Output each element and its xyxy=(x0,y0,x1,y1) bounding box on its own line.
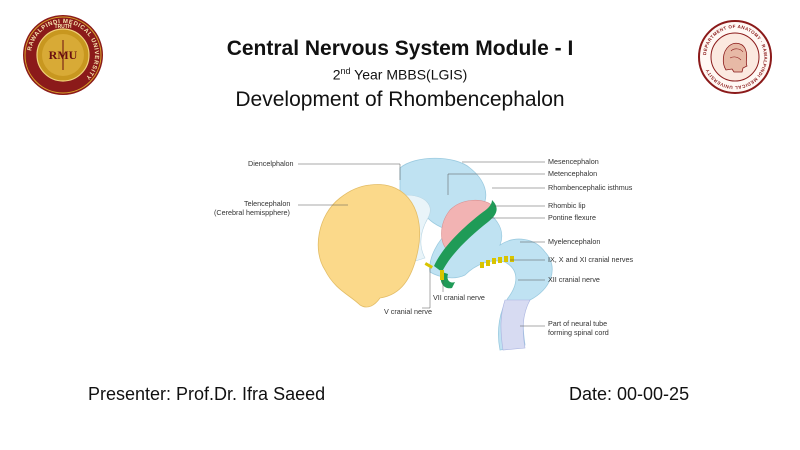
anatomy-department-logo-icon: DEPARTMENT OF ANATOMY · RAWALPINDI MEDIC… xyxy=(698,20,772,94)
rhombic-lip xyxy=(434,200,497,272)
presenter-text: Presenter: Prof.Dr. Ifra Saeed xyxy=(88,384,326,404)
label-rhombic-lip: Rhombic lip xyxy=(548,201,586,210)
topic-title: Development of Rhombencephalon xyxy=(235,88,565,111)
label-cerebral: (Cerebral hemispphere) xyxy=(214,208,290,217)
logo-top-text: TRUTH xyxy=(55,24,72,30)
label-cranial-vii: VII cranial nerve xyxy=(433,293,485,302)
label-neural-tube-2: forming spinal cord xyxy=(548,328,609,337)
label-metencephalon: Metencephalon xyxy=(548,169,597,178)
label-myelencephalon: Myelencephalon xyxy=(548,237,600,246)
neural-tube xyxy=(500,299,531,351)
rhombic-lip-curve xyxy=(440,272,455,289)
university-logo-icon: RAWALPINDI MEDICAL UNIVERSITY TRUTH RMU xyxy=(23,15,103,95)
subtitle-text: Year MBBS(LGIS) xyxy=(350,66,468,83)
label-pontine: Pontine flexure xyxy=(548,213,596,222)
subtitle-number: 2 xyxy=(332,66,341,83)
cranial-nerves xyxy=(424,256,514,280)
label-cranial-v: V cranial nerve xyxy=(384,307,432,316)
rhombencephalon-diagram: Diencelphalon Telencephalon (Cerebral he… xyxy=(214,157,634,351)
label-isthmus: Rhombencephalic isthmus xyxy=(548,183,633,192)
subtitle-superscript: nd xyxy=(340,66,351,76)
slide-subtitle: 2nd Year MBBS(LGIS) xyxy=(0,66,800,83)
label-diencephalon: Diencelphalon xyxy=(248,159,294,168)
label-cranial-ix: IX, X and XI cranial nerves xyxy=(548,255,634,264)
slide-title: Central Nervous System Module - I xyxy=(226,37,574,60)
label-neural-tube-1: Part of neural tube xyxy=(548,319,607,328)
label-telencephalon: Telencephalon xyxy=(244,199,290,208)
label-cranial-xii: XII cranial nerve xyxy=(548,275,600,284)
date-text: Date: 00-00-25 xyxy=(569,384,690,404)
label-mesencephalon: Mesencephalon xyxy=(548,157,599,166)
telencephalon-region xyxy=(317,184,421,308)
leader-lines xyxy=(298,161,545,327)
